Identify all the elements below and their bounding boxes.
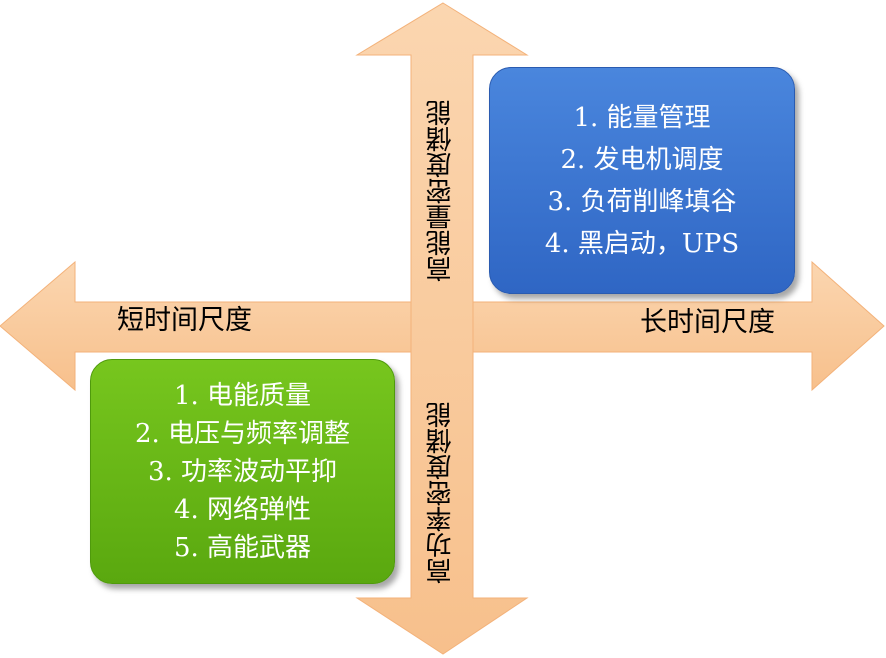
power-applications-box: 1. 电能质量 2. 电压与频率调整 3. 功率波动平抑 4. 网络弹性 5. … <box>90 359 395 584</box>
list-item: 4. 黑启动，UPS <box>544 228 740 259</box>
high-energy-density-label: 高能量密度储能 <box>426 100 456 282</box>
list-item: 2. 电压与频率调整 <box>134 418 351 449</box>
list-item: 3. 功率波动平抑 <box>147 456 338 487</box>
list-item: 2. 发电机调度 <box>560 144 724 175</box>
list-item: 1. 电能质量 <box>173 380 312 411</box>
high-power-density-label: 高功率密度储能 <box>426 402 456 584</box>
long-time-scale-label: 长时间尺度 <box>640 307 775 338</box>
energy-applications-box: 1. 能量管理 2. 发电机调度 3. 负荷削峰填谷 4. 黑启动，UPS <box>489 67 795 294</box>
vertical-double-arrow <box>355 2 529 655</box>
list-item: 3. 负荷削峰填谷 <box>547 186 737 217</box>
short-time-scale-label: 短时间尺度 <box>117 305 252 336</box>
list-item: 1. 能量管理 <box>573 102 711 133</box>
list-item: 5. 高能武器 <box>173 532 312 563</box>
list-item: 4. 网络弹性 <box>173 494 312 525</box>
